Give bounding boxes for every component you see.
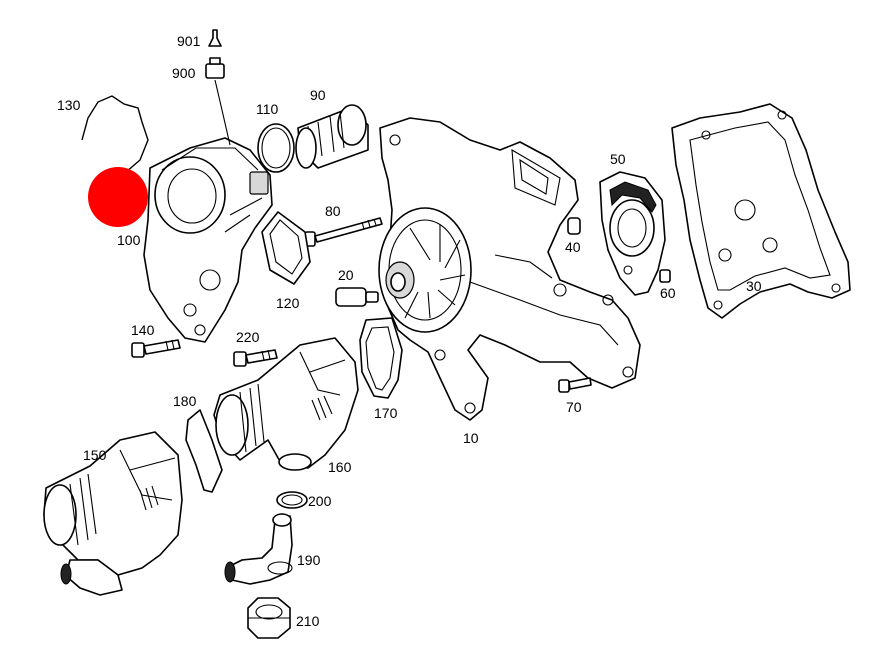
- label-30: 30: [746, 278, 762, 294]
- part-170-gasket[interactable]: [359, 317, 403, 399]
- label-80: 80: [325, 203, 341, 219]
- part-901-pin[interactable]: [208, 29, 222, 47]
- label-130: 130: [57, 97, 81, 113]
- label-210: 210: [296, 613, 320, 629]
- label-170: 170: [374, 405, 398, 421]
- label-900: 900: [172, 65, 196, 81]
- label-180: 180: [173, 393, 197, 409]
- part-30-gasket[interactable]: [671, 103, 851, 319]
- label-60: 60: [660, 285, 676, 301]
- part-100-thermostat-housing[interactable]: [143, 137, 273, 343]
- part-60-dowel[interactable]: [659, 269, 671, 283]
- part-40-dowel[interactable]: [567, 217, 581, 235]
- label-160: 160: [328, 459, 352, 475]
- part-80-bolt[interactable]: [304, 217, 383, 247]
- label-220: 220: [236, 329, 260, 345]
- label-190: 190: [297, 552, 321, 568]
- label-40: 40: [565, 239, 581, 255]
- part-140-bolt[interactable]: [131, 339, 181, 358]
- part-70-bolt[interactable]: [558, 377, 592, 393]
- label-10: 10: [463, 430, 479, 446]
- part-210-nut[interactable]: [247, 597, 291, 639]
- part-200-oring[interactable]: [276, 491, 308, 509]
- part-150-lower-pipe[interactable]: [43, 431, 183, 596]
- label-20: 20: [338, 267, 354, 283]
- part-900-connector[interactable]: [205, 57, 231, 146]
- part-20-plug[interactable]: [335, 287, 379, 307]
- part-180-gasket[interactable]: [185, 409, 223, 493]
- label-901: 901: [177, 33, 201, 49]
- label-100: 100: [117, 232, 141, 248]
- label-50: 50: [610, 151, 626, 167]
- part-120-gasket[interactable]: [261, 211, 311, 285]
- part-10-pump-housing[interactable]: [378, 117, 641, 421]
- part-160-outlet-pipe[interactable]: [213, 337, 359, 471]
- part-220-bolt[interactable]: [233, 349, 278, 367]
- label-150: 150: [83, 447, 107, 463]
- label-120: 120: [276, 295, 300, 311]
- label-110: 110: [256, 101, 279, 117]
- part-190-fitting[interactable]: [224, 513, 293, 585]
- label-90: 90: [310, 87, 326, 103]
- part-50-seal[interactable]: [599, 171, 666, 296]
- label-200: 200: [308, 493, 332, 509]
- label-70: 70: [566, 399, 582, 415]
- highlight-marker: [88, 167, 148, 227]
- part-110-oring[interactable]: [257, 123, 295, 173]
- label-140: 140: [131, 322, 155, 338]
- part-90-thermostat[interactable]: [295, 104, 369, 169]
